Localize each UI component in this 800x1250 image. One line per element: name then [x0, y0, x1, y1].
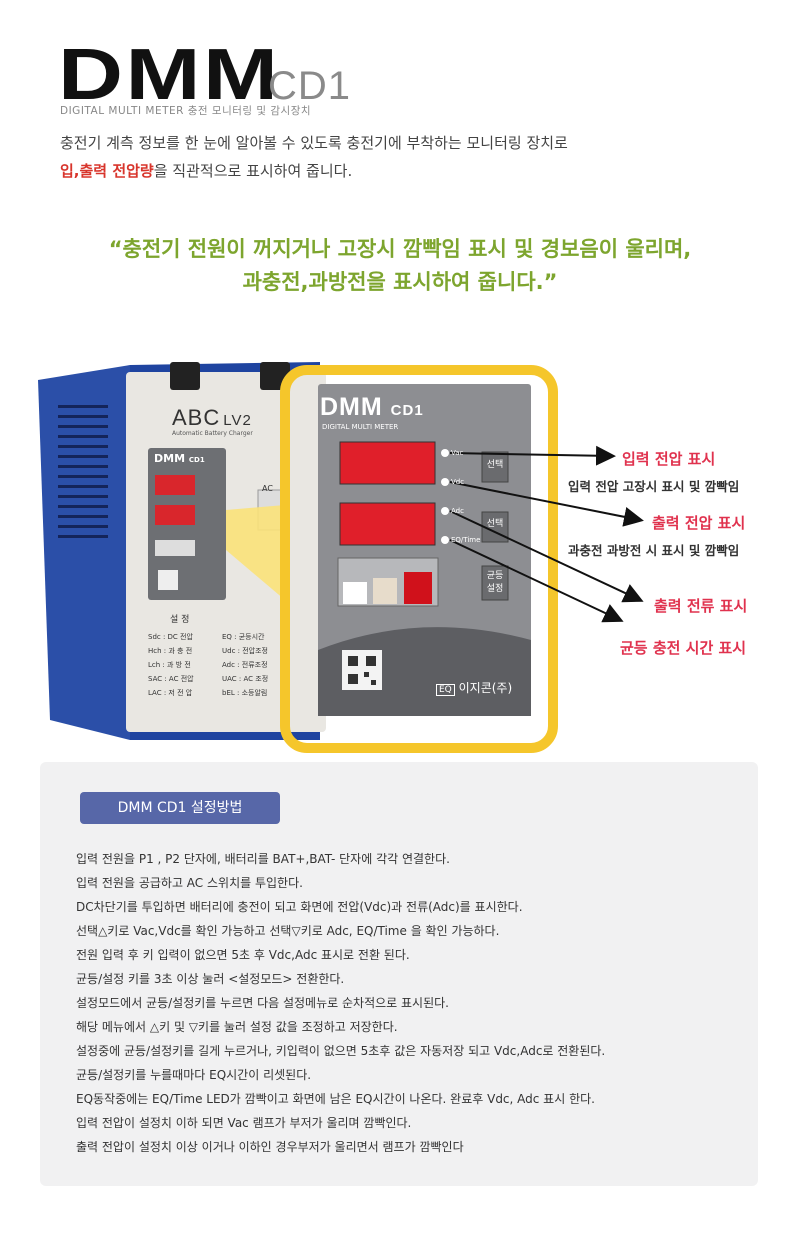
- settings-line: 출력 전압이 설정치 이상 이거나 이하인 경우부저가 울리면서 램프가 깜빡인…: [76, 1140, 464, 1154]
- callout-output-voltage-sub: 과충전 과방전 시 표시 및 깜빡임: [568, 543, 740, 558]
- settings-line: 입력 전압이 설정치 이하 되면 Vac 램프가 부저가 울리며 깜빡인다.: [76, 1116, 412, 1130]
- intro-line-2: 입,출력 전압량을 직관적으로 표시하여 줍니다.: [60, 160, 352, 181]
- callout-input-voltage: 입력 전압 표시: [622, 450, 716, 468]
- panel-subtitle: DIGITAL MULTI METER: [322, 423, 399, 431]
- charger-settings-left: Sdc : DC 전압 Hch : 과 충 전 Lch : 과 방 전 SAC …: [148, 633, 194, 697]
- quote-line-1: “충전기 전원이 꺼지거나 고장시 깜빡임 표시 및 경보음이 울리며,: [108, 237, 692, 261]
- logo-model: CD1: [268, 64, 352, 108]
- dmm-panel-zoom: [318, 384, 531, 716]
- settings-line: 입력 전원을 P1 , P2 단자에, 배터리를 BAT+,BAT- 단자에 각…: [76, 852, 450, 866]
- panel-title: DMM CD1: [320, 393, 424, 421]
- intro-line-1: 충전기 계측 정보를 한 눈에 알아볼 수 있도록 충전기에 부착하는 모니터링…: [60, 134, 568, 152]
- mini-panel-title: DMM CD1: [154, 452, 205, 465]
- callout-eq-time: 균등 충전 시간 표시: [620, 639, 747, 657]
- settings-line: 설정모드에서 균등/설정키를 누르면 다음 설정메뉴로 순차적으로 표시된다.: [76, 996, 449, 1010]
- panel-eq-setting-button[interactable]: 균등 설정: [486, 571, 504, 594]
- panel-maker: EQ 이지콘(주): [436, 679, 512, 696]
- settings-line: 전원 입력 후 키 입력이 없으면 5초 후 Vdc,Adc 표시로 전환 된다…: [76, 948, 410, 962]
- settings-line: 해당 메뉴에서 △키 및 ▽키를 눌러 설정 값을 조정하고 저장한다.: [76, 1020, 398, 1034]
- settings-line: 균등/설정키를 누를때마다 EQ시간이 리셋된다.: [76, 1068, 312, 1082]
- callout-output-voltage: 출력 전압 표시: [652, 514, 746, 532]
- callout-output-current: 출력 전류 표시: [654, 597, 748, 615]
- led-label-adc: Adc: [451, 507, 464, 515]
- settings-line: EQ동작중에는 EQ/Time LED가 깜빡이고 화면에 남은 EQ시간이 나…: [76, 1092, 595, 1106]
- panel-select-down-button[interactable]: 선택: [486, 519, 504, 529]
- charger-settings-heading: 설 정: [170, 615, 190, 625]
- settings-line: 선택△키로 Vac,Vdc를 확인 가능하고 선택▽키로 Adc, EQ/Tim…: [76, 924, 500, 938]
- logo-dmm: DMM: [58, 35, 281, 115]
- settings-line: 입력 전원을 공급하고 AC 스위치를 투입한다.: [76, 876, 303, 890]
- callout-input-voltage-sub: 입력 전압 고장시 표시 및 깜빡임: [568, 479, 740, 494]
- charger-brand-caption: Automatic Battery Charger: [172, 430, 253, 437]
- settings-line: 설정중에 균등/설정키를 길게 누르거나, 키입력이 없으면 5초후 값은 자동…: [76, 1044, 606, 1058]
- quote-line-2: 과충전,과방전을 표시하여 줍니다.”: [242, 270, 558, 294]
- charger-settings-right: EQ : 균등시간 Udc : 전압조정 Adc : 전류조정 UAC : AC…: [222, 633, 269, 697]
- charger-ac-label: AC: [262, 484, 273, 493]
- callout-arrows: [449, 445, 644, 623]
- settings-section: [40, 762, 758, 1186]
- settings-line: 균등/설정 키를 3초 이상 눌러 <설정모드> 전환한다.: [76, 972, 345, 986]
- led-label-vac: Vac: [451, 449, 464, 457]
- settings-title: DMM CD1 설정방법: [80, 792, 280, 824]
- panel-select-up-button[interactable]: 선택: [486, 460, 504, 470]
- intro-highlight: 입,출력 전압량: [60, 162, 154, 180]
- led-label-eq-time: EQ/Time: [451, 536, 481, 544]
- intro-line-2-rest: 을 직관적으로 표시하여 줍니다.: [153, 162, 353, 180]
- product-illustration: [38, 362, 644, 753]
- settings-line: DC차단기를 투입하면 배터리에 충전이 되고 화면에 전압(Vdc)과 전류(…: [76, 900, 523, 914]
- logo-caption: DIGITAL MULTI METER 충전 모니터링 및 감시장치: [60, 105, 312, 117]
- led-label-vdc: Vdc: [451, 478, 465, 486]
